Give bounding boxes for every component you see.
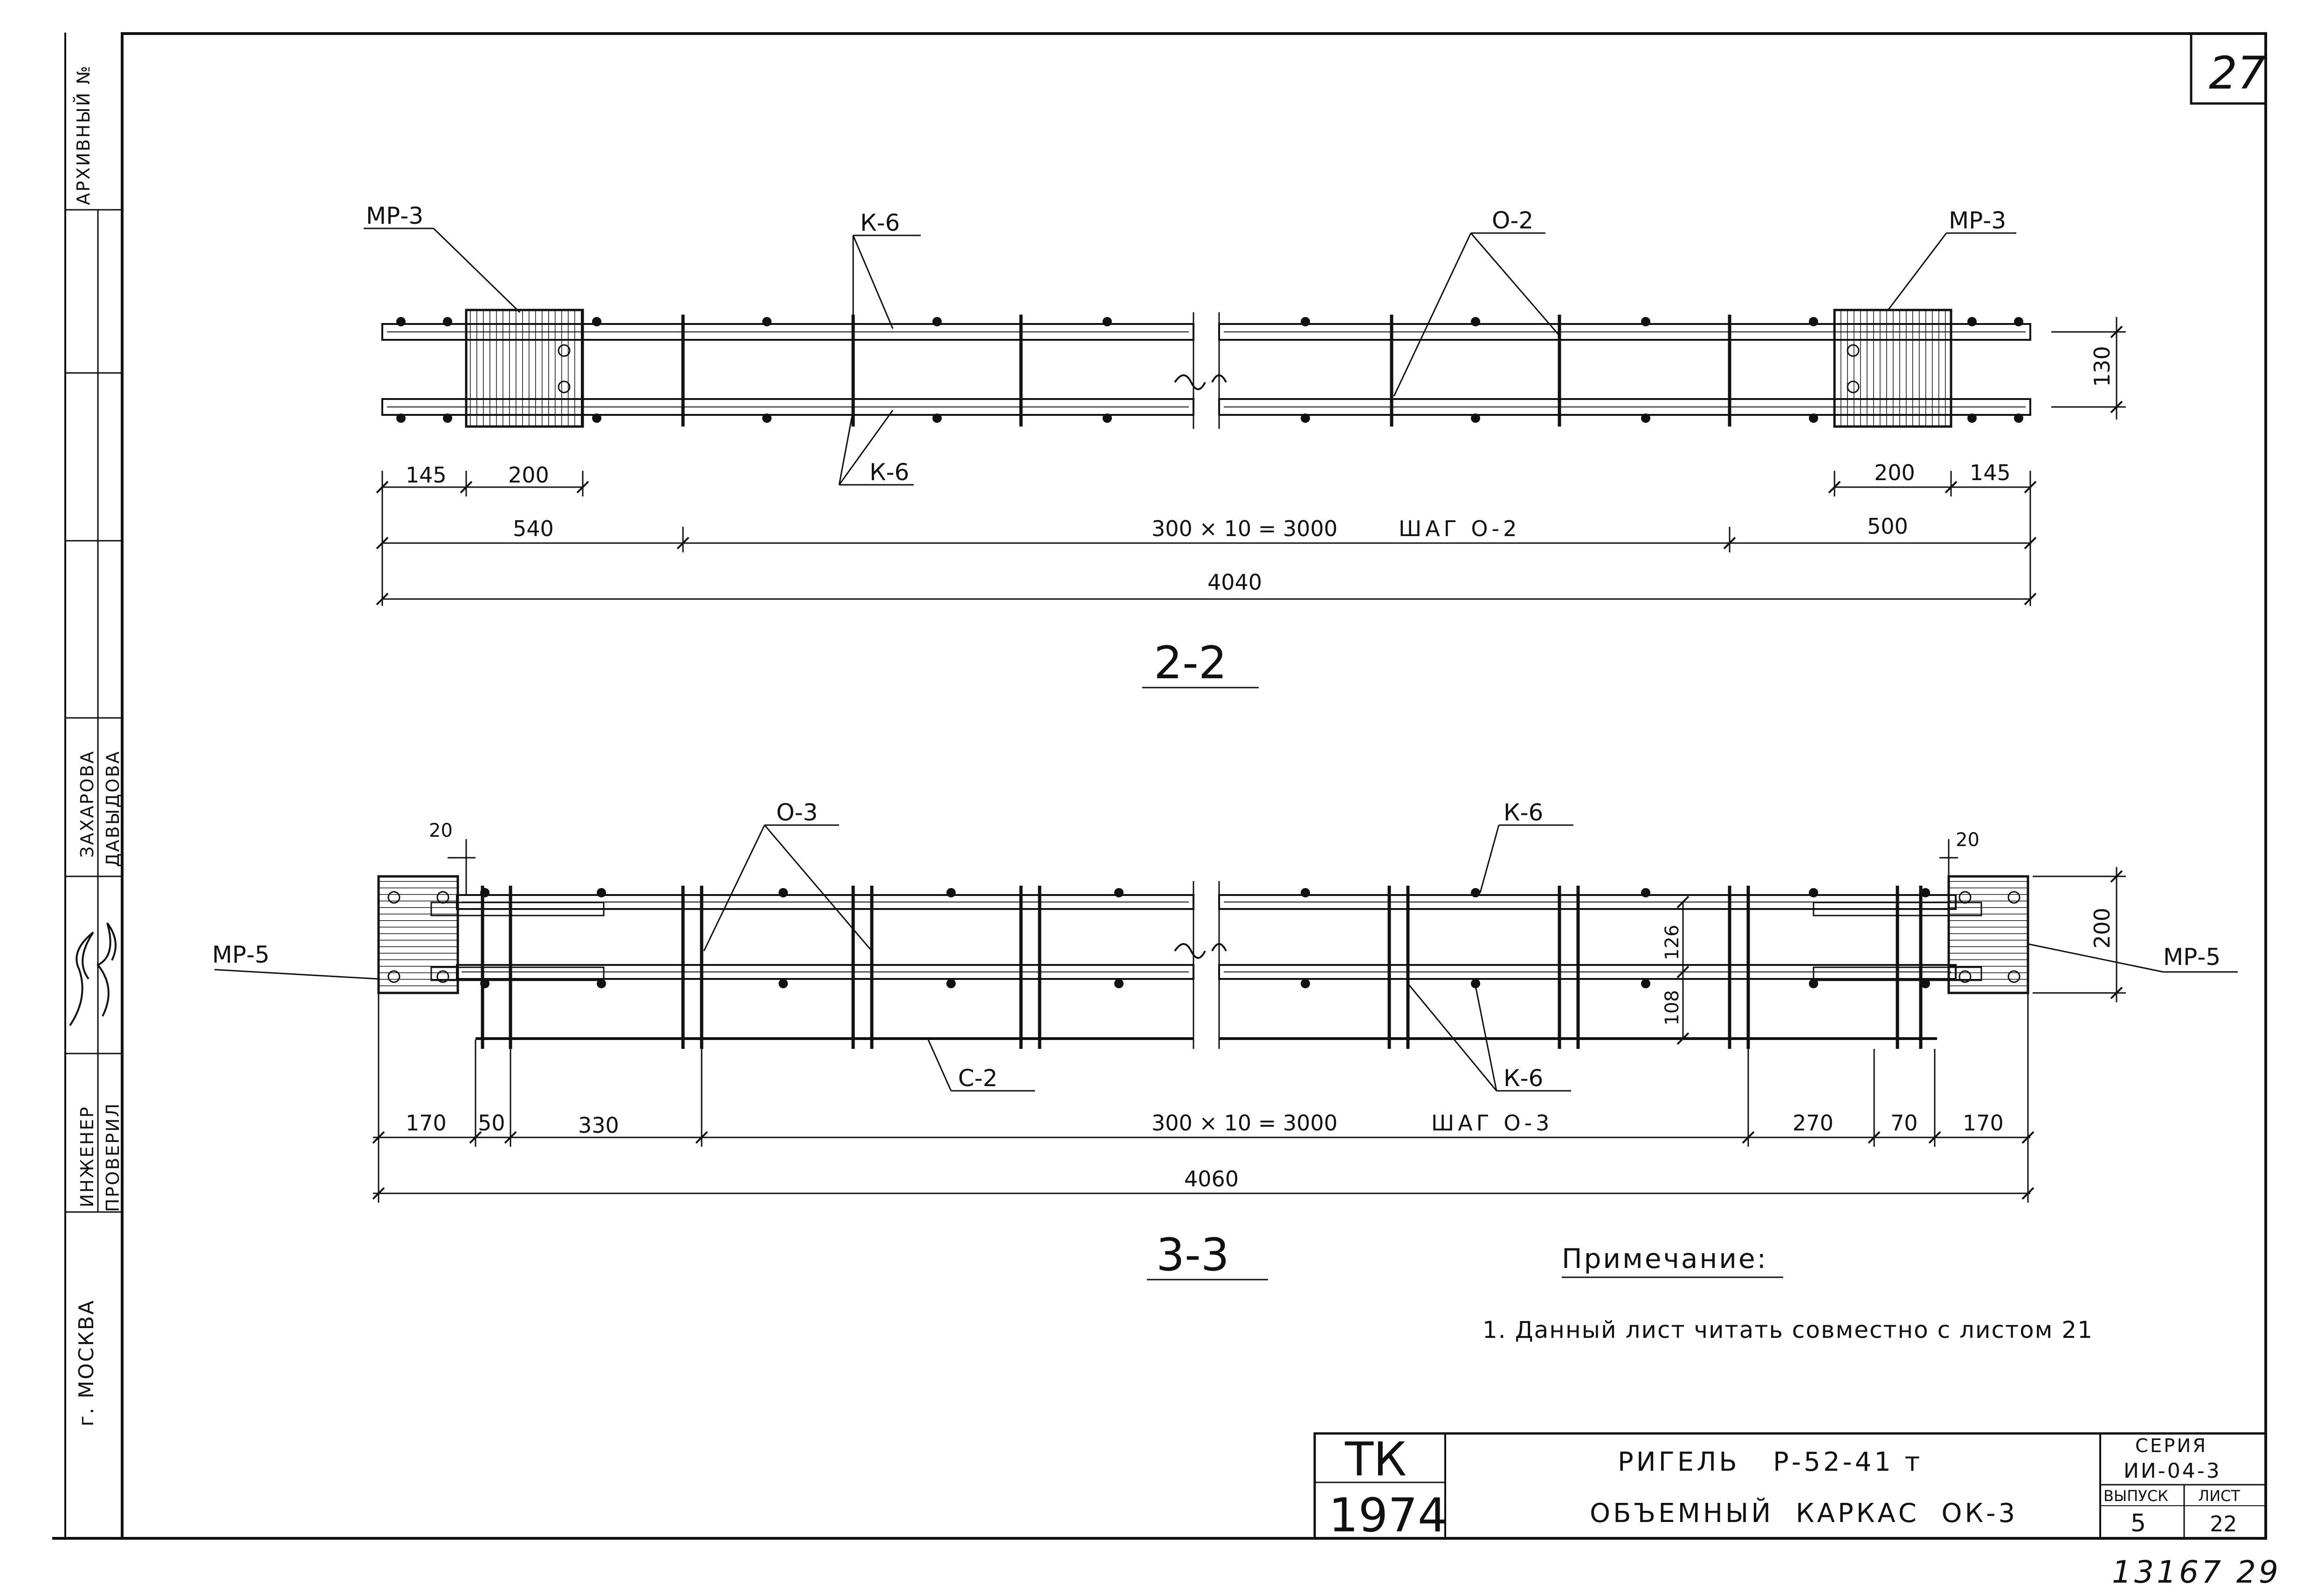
- issue-label: ВЫПУСК: [2103, 1487, 2168, 1505]
- name-davydova: ДАВЫДОВА: [103, 750, 123, 867]
- dim-170-right: 170: [1963, 1110, 2004, 1136]
- sheet-frame: [52, 32, 2267, 1540]
- role-engineer: ИНЖЕНЕР: [77, 1106, 97, 1207]
- dim-height-130: 130: [2090, 346, 2115, 387]
- label-k6-top: К-6: [860, 209, 900, 236]
- dim-200: 200: [2090, 908, 2115, 949]
- label-mr5-left: МР-5: [212, 941, 269, 968]
- dim-span-3-3: 300 × 10 = 3000: [1152, 1110, 1338, 1136]
- drawing-name-line-1: РИГЕЛЬ Р-52-41 т: [1618, 1447, 1923, 1477]
- section-2-2: [364, 227, 2126, 689]
- dim-span-2-2: 300 × 10 = 3000: [1152, 516, 1338, 541]
- plate-mr3-left: [465, 309, 584, 428]
- note-item-1: 1. Данный лист читать совместно с листом…: [1483, 1316, 2093, 1343]
- label-k6-bottom: К-6: [869, 459, 909, 486]
- series-value: ИИ-04-3: [2124, 1459, 2221, 1483]
- label-mr3-left: МР-3: [366, 202, 423, 229]
- label-o3: О-3: [776, 799, 818, 826]
- dim-540: 540: [513, 516, 554, 541]
- label-k6-top-3-3: К-6: [1503, 799, 1543, 826]
- dim-330: 330: [578, 1113, 619, 1138]
- title-block: [1313, 1432, 2267, 1540]
- dim-200-left: 200: [508, 462, 549, 488]
- issue-value: 5: [2131, 1509, 2146, 1537]
- section-title-2-2: 2-2: [1154, 637, 1227, 689]
- dim-20-right: 20: [1956, 829, 1979, 851]
- sheet-value: 22: [2210, 1511, 2237, 1536]
- plate-mr5-left: [377, 875, 459, 994]
- note-heading: Примечание:: [1562, 1243, 1768, 1274]
- plate-mr5-right: [1947, 875, 2029, 994]
- dim-145-right: 145: [1970, 460, 2011, 485]
- dim-step-o3: ШАГ О-3: [1431, 1110, 1553, 1136]
- sheet-label: ЛИСТ: [2198, 1487, 2240, 1505]
- dim-20-left: 20: [429, 820, 453, 841]
- title-tk: ТК: [1345, 1432, 1407, 1487]
- label-o2: О-2: [1492, 207, 1533, 234]
- dim-108: 108: [1662, 990, 1683, 1026]
- title-year: 1974: [1329, 1488, 1448, 1543]
- inventory-number: 13167 29: [2112, 1554, 2281, 1590]
- dim-200-right: 200: [1874, 460, 1915, 485]
- sheet-number-box: [2190, 32, 2267, 105]
- sheet-number: 27: [2209, 47, 2266, 99]
- drawing-name-line-2: ОБЪЕМНЫЙ КАРКАС ОК-3: [1590, 1498, 2018, 1529]
- dim-50: 50: [478, 1110, 505, 1136]
- archive-label: АРХИВНЫЙ №: [73, 64, 94, 205]
- role-checked: ПРОВЕРИЛ: [103, 1102, 123, 1212]
- dim-145-left: 145: [406, 462, 447, 488]
- series-label: СЕРИЯ: [2135, 1435, 2207, 1457]
- dim-270: 270: [1793, 1110, 1834, 1136]
- name-zakharova: ЗАХАРОВА: [77, 750, 97, 858]
- dim-total-4060: 4060: [1184, 1166, 1239, 1192]
- plate-mr3-right: [1833, 309, 1952, 428]
- dim-total-4040: 4040: [1207, 570, 1262, 595]
- section-3-3: [214, 824, 2238, 1281]
- dim-step-o2: ШАГ О-2: [1399, 516, 1520, 541]
- signature-marks: [69, 922, 117, 1026]
- section-title-3-3: 3-3: [1156, 1229, 1229, 1281]
- city-label: г. МОСКВА: [75, 1299, 98, 1426]
- dim-70: 70: [1890, 1110, 1918, 1136]
- label-mr5-right: МР-5: [2163, 944, 2221, 971]
- label-c2: С-2: [958, 1065, 998, 1092]
- label-k6-bottom-3-3: К-6: [1503, 1065, 1543, 1092]
- label-mr3-right: МР-3: [1949, 207, 2006, 234]
- dim-500: 500: [1867, 514, 1908, 539]
- dim-126: 126: [1662, 925, 1683, 960]
- dim-170-left: 170: [406, 1110, 447, 1136]
